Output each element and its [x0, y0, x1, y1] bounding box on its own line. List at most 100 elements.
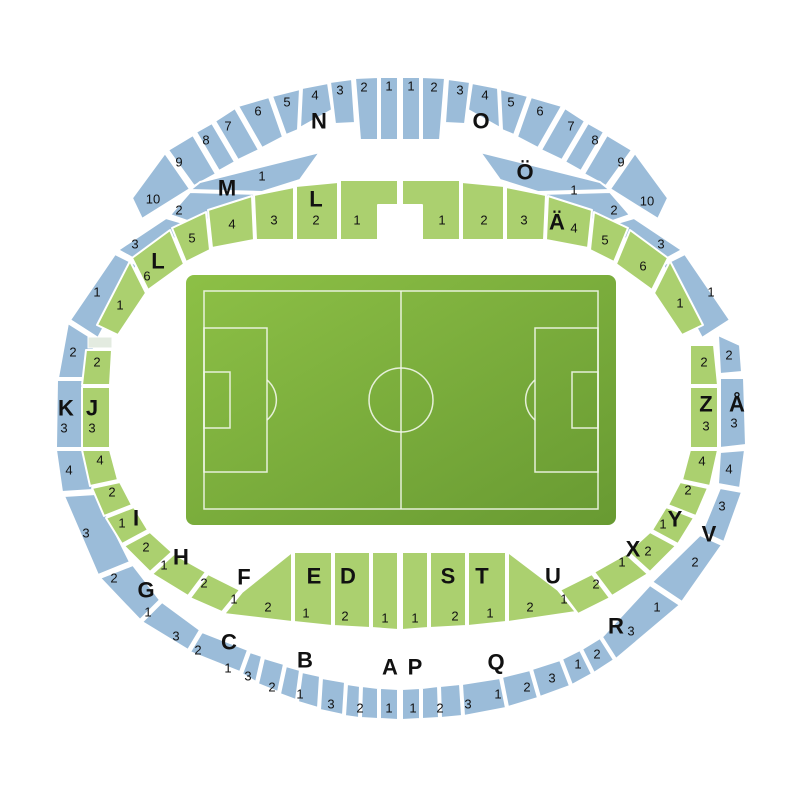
outer-P-num-1: 1 [409, 701, 416, 716]
inner-S-seat-1[interactable] [401, 551, 429, 631]
outer-G-seat-1[interactable] [189, 631, 249, 673]
inner-I-seat-1[interactable] [105, 506, 149, 545]
inner-I-seat-2[interactable] [91, 481, 133, 517]
inner-S-seat-2[interactable] [429, 551, 467, 629]
outer-C-seat-1[interactable] [279, 665, 301, 701]
outer-O-seat-1[interactable] [401, 76, 421, 141]
inner-Z-seat-4[interactable] [681, 449, 719, 487]
outer-Å-seat-3[interactable] [719, 377, 747, 449]
outer-R-seat-2[interactable] [581, 637, 615, 674]
inner-Ä-seat-2[interactable] [461, 181, 505, 241]
outer-N-seat-8[interactable] [195, 122, 236, 172]
outer-O-seat-10[interactable] [609, 152, 669, 220]
outer-O-num-2: 2 [430, 80, 437, 95]
inner-H-seat-1[interactable] [151, 553, 207, 597]
inner-L-seat-3[interactable] [253, 186, 295, 241]
inner-F-num-2b: 2 [264, 600, 271, 615]
outer-P-seat-1[interactable] [401, 687, 421, 721]
seat-numbers: 1 2 3 4 5 6 7 8 9 10 1 2 3 4 5 6 7 8 9 1… [60, 79, 737, 716]
outer-M-seat-1[interactable] [189, 151, 321, 193]
inner-L-seat-1[interactable] [339, 179, 399, 241]
outer-R-seat-3[interactable] [601, 584, 681, 660]
inner-Y-seat-1[interactable] [651, 506, 695, 545]
outer-N-seat-5[interactable] [271, 88, 301, 136]
outer-G-seat-2[interactable] [141, 601, 201, 651]
outer-R-num-1b: 1 [653, 600, 660, 615]
outer-V-seat-3[interactable] [701, 487, 743, 543]
outer-left-lower-3[interactable] [63, 493, 131, 576]
block-letter-Ö: Ö [516, 160, 533, 185]
outer-O-seat-4[interactable] [467, 82, 501, 129]
inner-J-seat-3[interactable] [81, 386, 111, 449]
outer-B-seat-1[interactable] [319, 677, 346, 716]
inner-X-seat-2[interactable] [593, 553, 649, 597]
outer-A-seat-3[interactable] [344, 683, 361, 719]
outer-N-seat-1[interactable] [379, 76, 399, 141]
outer-Q-seat-1[interactable] [461, 677, 507, 717]
inner-Z-seat-3[interactable] [689, 386, 719, 449]
outer-V-seat-2[interactable] [651, 534, 723, 603]
inner-D-seat-2[interactable] [371, 551, 399, 631]
inner-Z-seat-2[interactable] [689, 344, 719, 386]
inner-F-seat-2[interactable] [189, 573, 241, 613]
outer-N-seat-3[interactable] [329, 78, 356, 125]
outer-Å-seat-4[interactable] [717, 449, 746, 489]
inner-H-seat-2[interactable] [123, 531, 173, 573]
inner-L-num-2: 2 [312, 213, 319, 228]
outer-O-seat-3[interactable] [444, 78, 471, 125]
outer-left-lower-num: 3 [82, 526, 89, 541]
inner-L-seat-5[interactable] [171, 211, 211, 263]
inner-E-seat-2[interactable] [293, 551, 333, 627]
inner-T-seat-1[interactable] [467, 551, 507, 627]
inner-E-seat-1[interactable] [333, 551, 371, 629]
outer-Å-seat-2[interactable] [717, 334, 743, 375]
outer-R-seat-1[interactable] [561, 649, 593, 686]
outer-N-num-4: 4 [311, 88, 318, 103]
outer-O-seat-6[interactable] [516, 96, 563, 149]
outer-Ö-num-3: 3 [657, 237, 664, 252]
outer-N-seat-4[interactable] [299, 82, 333, 129]
outer-O-seat-8[interactable] [564, 122, 605, 172]
outer-O-seat-5[interactable] [499, 88, 529, 136]
inner-X-seat-1[interactable] [627, 531, 677, 573]
outer-Ö-seat-1[interactable] [479, 151, 611, 193]
inner-I-num-2: 2 [108, 485, 115, 500]
inner-J-seat-2[interactable] [81, 349, 113, 386]
outer-O-seat-7[interactable] [540, 107, 586, 161]
outer-O-num-5: 5 [507, 95, 514, 110]
outer-B-seat-2[interactable] [297, 671, 321, 709]
outer-O-seat-2[interactable] [421, 76, 446, 141]
outer-N-seat-10[interactable] [131, 152, 191, 220]
inner-Ä-seat-3[interactable] [505, 186, 547, 241]
inner-L-num-1b: 1 [116, 298, 123, 313]
inner-L-seat-6[interactable] [131, 229, 185, 291]
outer-V-num-2: 2 [691, 555, 698, 570]
outer-C-seat-3[interactable] [241, 651, 263, 683]
inner-J-seat-4[interactable] [81, 449, 119, 487]
inner-Ä-seat-1[interactable] [401, 179, 461, 241]
outer-A-seat-2[interactable] [360, 685, 379, 720]
inner-Ä-seat-1b[interactable] [653, 260, 704, 336]
outer-N-seat-6[interactable] [237, 96, 284, 149]
outer-R-num-2: 2 [593, 647, 600, 662]
inner-F-seat-1[interactable] [223, 551, 293, 623]
outer-C-seat-2[interactable] [257, 657, 285, 693]
inner-L-seat-2[interactable] [295, 181, 339, 241]
outer-N-seat-7[interactable] [214, 107, 260, 161]
outer-Q-seat-3[interactable] [531, 659, 571, 698]
outer-G-seat-3[interactable] [99, 564, 161, 621]
inner-U-seat-1[interactable] [559, 573, 611, 615]
outer-A-seat-1[interactable] [379, 687, 399, 721]
outer-N-seat-2[interactable] [354, 76, 379, 141]
outer-P-seat-2[interactable] [421, 685, 440, 720]
inner-L-seat-1b[interactable] [96, 260, 147, 336]
inner-Ä-seat-4[interactable] [545, 195, 593, 249]
inner-Ä-seat-6[interactable] [615, 229, 669, 291]
inner-L-seat-4[interactable] [207, 195, 255, 249]
outer-P-seat-3[interactable] [439, 683, 463, 719]
outer-Q-seat-2[interactable] [501, 669, 539, 708]
inner-Y-seat-2[interactable] [667, 481, 709, 517]
inner-Ä-seat-5[interactable] [589, 211, 629, 263]
outer-N-num-3: 3 [336, 83, 343, 98]
